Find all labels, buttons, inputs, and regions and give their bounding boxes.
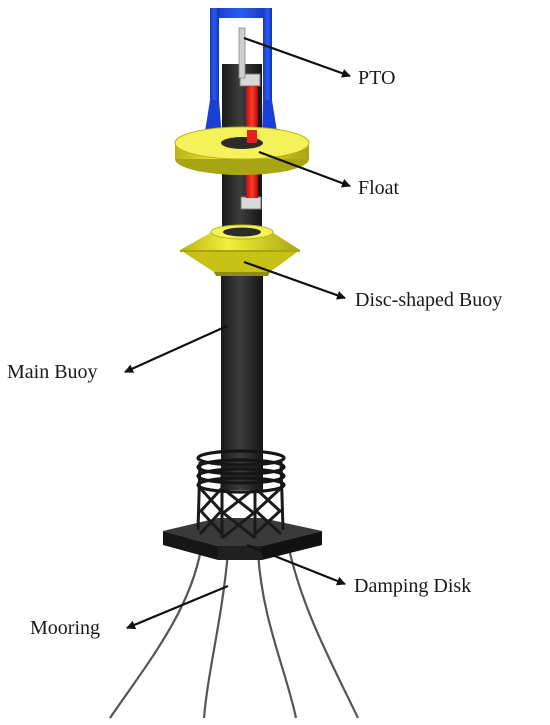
- arrow-mooring: [126, 584, 229, 630]
- mooring-line-4: [287, 548, 359, 719]
- leader-arrows: [124, 36, 351, 630]
- label-damping-disk: Damping Disk: [354, 575, 472, 597]
- mooring-lines: [109, 548, 359, 719]
- label-main-buoy: Main Buoy: [7, 361, 98, 383]
- arrow-main-buoy: [124, 324, 228, 374]
- label-disc-shaped-buoy: Disc-shaped Buoy: [355, 289, 503, 311]
- arrow-damping-disk: [246, 543, 346, 586]
- label-float: Float: [358, 177, 400, 199]
- label-pto: PTO: [358, 67, 396, 89]
- disc-shaped-buoy: [180, 224, 300, 276]
- arrow-float: [258, 150, 351, 188]
- label-mooring: Mooring: [30, 617, 100, 639]
- main-buoy-column: [221, 262, 263, 490]
- mooring-line-3: [256, 551, 298, 719]
- cage-rings: [196, 449, 286, 494]
- arrow-disc-buoy: [243, 260, 346, 300]
- float: [174, 126, 310, 175]
- mooring-line-2: [202, 551, 230, 719]
- mooring-line-1: [109, 548, 203, 719]
- arrow-pto: [243, 36, 351, 78]
- piston-rod: [238, 27, 246, 79]
- lower-collar: [240, 196, 262, 210]
- damping-disk: [163, 518, 322, 560]
